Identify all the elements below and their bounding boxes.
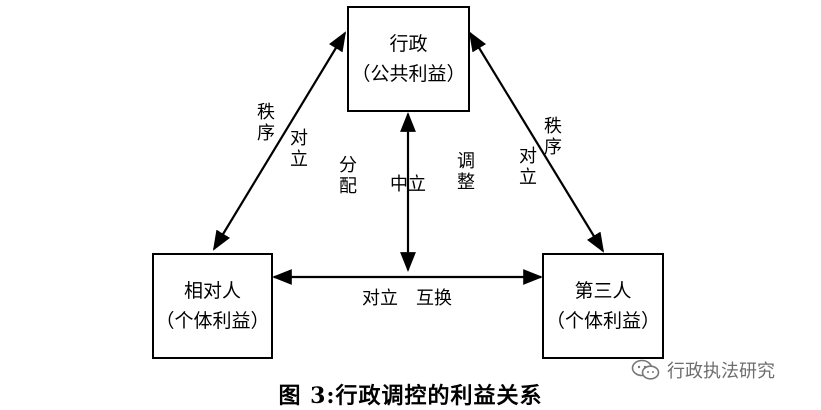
node-admin-title: 行政 xyxy=(389,33,428,55)
node-third-subtitle: （个体利益） xyxy=(545,310,660,332)
label-distribute: 分配 xyxy=(339,155,357,197)
node-third: 第三人 （个体利益） xyxy=(542,253,664,359)
label-right-opposition: 对立 xyxy=(519,146,537,188)
label-right-order: 秩序 xyxy=(544,116,562,158)
node-counterpart: 相对人 （个体利益） xyxy=(152,253,273,359)
arrow-admin-third xyxy=(468,31,605,253)
node-third-title: 第三人 xyxy=(574,280,632,302)
label-left-opposition: 对立 xyxy=(290,128,308,170)
label-neutral: 中立 xyxy=(390,174,426,195)
figure-caption: 图 3:行政调控的利益关系 xyxy=(278,383,543,409)
node-counterpart-title: 相对人 xyxy=(183,280,241,302)
watermark-text: 行政执法研究 xyxy=(667,361,775,382)
watermark: 行政执法研究 xyxy=(631,358,775,382)
node-admin: 行政 （公共利益） xyxy=(347,6,470,112)
label-bottom-relation: 对立 互换 xyxy=(362,288,452,309)
label-adjust: 调整 xyxy=(457,151,475,193)
label-left-order: 秩序 xyxy=(257,102,275,144)
node-counterpart-subtitle: （个体利益） xyxy=(155,310,270,332)
wechat-icon xyxy=(631,359,660,380)
node-admin-subtitle: （公共利益） xyxy=(351,63,466,85)
arrow-admin-counterpart xyxy=(212,31,347,251)
